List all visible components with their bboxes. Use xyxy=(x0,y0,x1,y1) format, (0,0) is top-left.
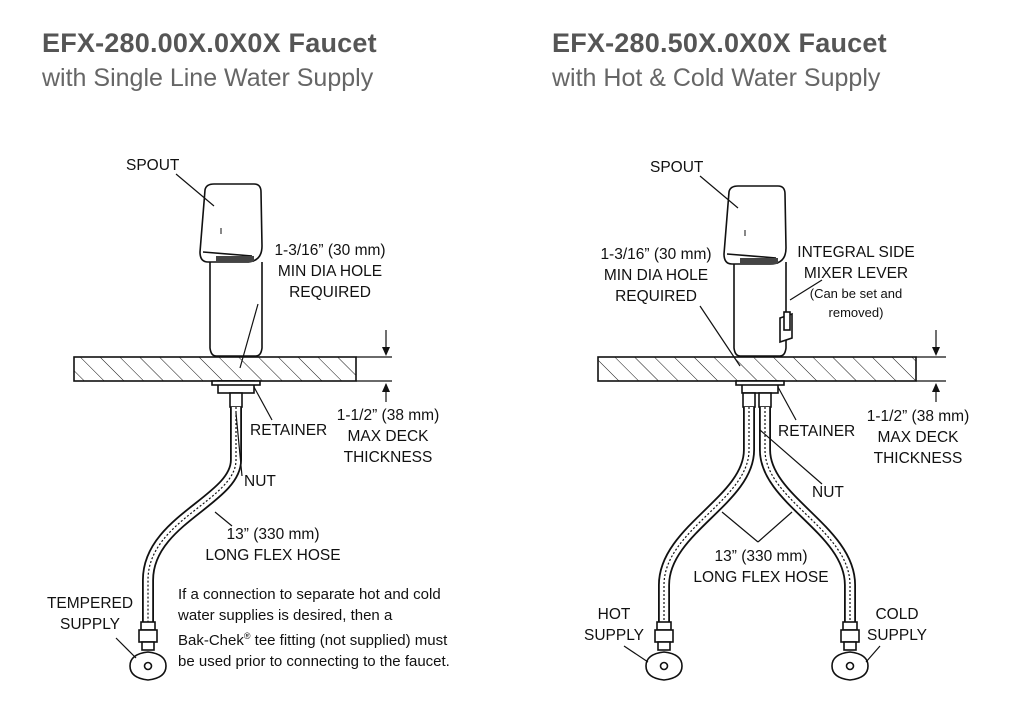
right-title: EFX-280.50X.0X0X Faucet xyxy=(552,28,887,58)
left-label-deck-line1: 1-1/2” (38 mm) xyxy=(336,407,440,424)
left-note: If a connection to separate hot and cold… xyxy=(178,584,450,672)
right-faucet-body xyxy=(733,262,787,357)
left-spout xyxy=(199,183,263,263)
left-subtitle: with Single Line Water Supply xyxy=(42,64,374,92)
right-label-spout: SPOUT xyxy=(650,159,704,176)
right-label-hot-line1: HOT xyxy=(597,606,631,623)
left-label-supply: TEMPERED SUPPLY xyxy=(46,593,134,635)
right-label-hose: 13” (330 mm) LONG FLEX HOSE xyxy=(686,546,836,588)
right-label-hole-line3: REQUIRED xyxy=(615,288,697,305)
right-label-hot-line2: SUPPLY xyxy=(583,627,645,644)
left-label-hose-line2: LONG FLEX HOSE xyxy=(205,547,341,564)
right-deck xyxy=(597,356,917,382)
left-label-nut: NUT xyxy=(244,473,276,490)
left-label-hose: 13” (330 mm) LONG FLEX HOSE xyxy=(198,524,348,566)
left-label-hole-line1: 1-3/16” (30 mm) xyxy=(274,242,386,259)
left-label-hose-line1: 13” (330 mm) xyxy=(226,526,320,543)
left-note-line1: If a connection to separate hot and cold xyxy=(178,586,441,603)
left-note-line3-reg: ® xyxy=(243,631,251,641)
left-note-line4: be used prior to connecting to the fauce… xyxy=(178,653,450,670)
left-label-hole-line3: REQUIRED xyxy=(289,284,371,301)
right-label-deck-line2: MAX DECK xyxy=(877,429,959,446)
right-label-hose-line1: 13” (330 mm) xyxy=(714,548,808,565)
left-label-supply-line1: TEMPERED xyxy=(46,595,134,612)
right-faucet-drawing xyxy=(597,175,946,681)
left-deck xyxy=(73,356,357,382)
right-label-hose-line2: LONG FLEX HOSE xyxy=(693,569,829,586)
right-label-lever-line4: removed) xyxy=(828,305,884,320)
right-label-cold: COLD SUPPLY xyxy=(864,604,930,646)
right-label-deck-line1: 1-1/2” (38 mm) xyxy=(866,408,970,425)
right-label-retainer: RETAINER xyxy=(778,423,856,440)
right-label-hole-line1: 1-3/16” (30 mm) xyxy=(600,246,712,263)
right-label-lever-line3: (Can be set and xyxy=(809,286,903,301)
right-label-deck-line3: THICKNESS xyxy=(873,450,963,467)
right-spout xyxy=(723,185,787,265)
right-label-lever-line1: INTEGRAL SIDE xyxy=(797,244,915,261)
left-label-hole-line2: MIN DIA HOLE xyxy=(277,263,383,280)
left-faucet-body xyxy=(209,262,263,357)
left-label-deck-line3: THICKNESS xyxy=(343,449,433,466)
right-subtitle: with Hot & Cold Water Supply xyxy=(552,64,881,92)
right-label-cold-line1: COLD xyxy=(875,606,919,623)
left-title: EFX-280.00X.0X0X Faucet xyxy=(42,28,377,58)
right-label-lever: INTEGRAL SIDE MIXER LEVER (Can be set an… xyxy=(790,242,922,322)
left-faucet-drawing xyxy=(73,173,392,681)
left-label-deck: 1-1/2” (38 mm) MAX DECK THICKNESS xyxy=(336,405,440,468)
right-label-hole-line2: MIN DIA HOLE xyxy=(603,267,709,284)
left-note-line3-rest: tee fitting (not supplied) must xyxy=(250,632,448,649)
right-label-hole: 1-3/16” (30 mm) MIN DIA HOLE REQUIRED xyxy=(592,244,720,307)
left-note-line3: Bak-Chek® tee fitting (not supplied) mus… xyxy=(178,626,450,651)
left-note-line3-brand: Bak-Chek xyxy=(178,632,244,649)
left-label-deck-line2: MAX DECK xyxy=(347,428,429,445)
left-label-spout: SPOUT xyxy=(126,157,180,174)
left-label-hole: 1-3/16” (30 mm) MIN DIA HOLE REQUIRED xyxy=(266,240,394,303)
right-label-hot: HOT SUPPLY xyxy=(582,604,646,646)
right-label-deck: 1-1/2” (38 mm) MAX DECK THICKNESS xyxy=(866,406,970,469)
right-label-cold-line2: SUPPLY xyxy=(866,627,928,644)
left-label-supply-line2: SUPPLY xyxy=(59,616,121,633)
right-label-nut: NUT xyxy=(812,484,844,501)
right-label-lever-line2: MIXER LEVER xyxy=(803,265,909,282)
left-label-retainer: RETAINER xyxy=(250,422,328,439)
left-note-line2: water supplies is desired, then a xyxy=(178,607,393,624)
